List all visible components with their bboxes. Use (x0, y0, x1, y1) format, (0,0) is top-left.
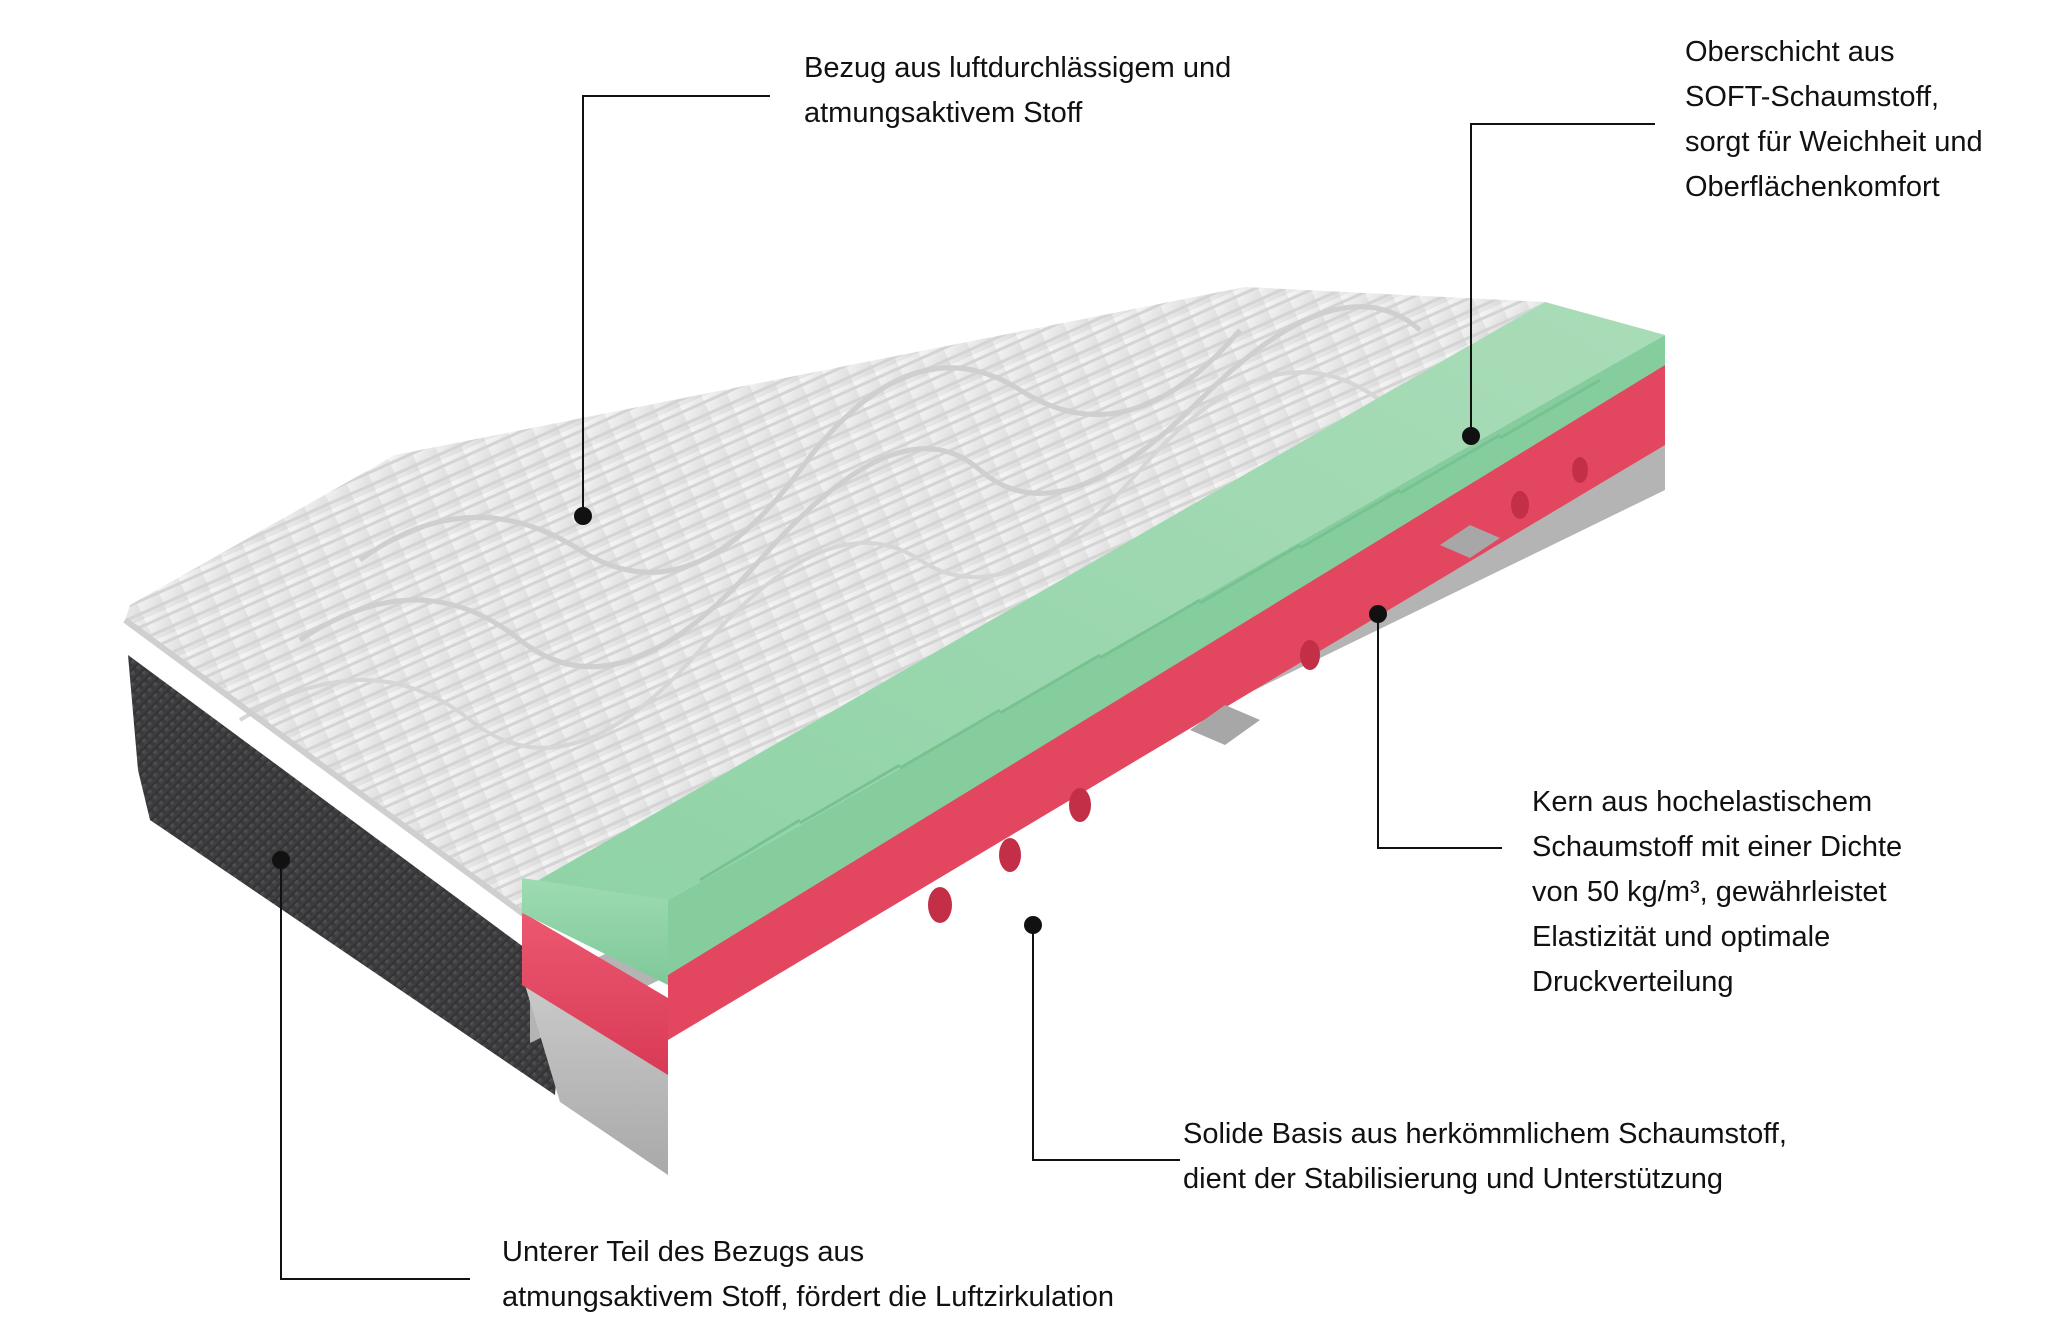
label-bottom-cover-line-1: Unterer Teil des Bezugs aus (502, 1230, 1114, 1275)
callout-dot-top-layer (1462, 427, 1480, 445)
label-core-line-4: Elastizität und optimale (1532, 915, 1902, 960)
label-cover: Bezug aus luftdurchlässigem und atmungsa… (804, 46, 1231, 136)
label-top-layer-line-2: SOFT-Schaumstoff, (1685, 75, 1983, 120)
callout-line-base (1033, 923, 1180, 1160)
callout-dot-base (1024, 916, 1042, 934)
label-base-line-2: dient der Stabilisierung und Unterstützu… (1183, 1157, 1787, 1202)
label-top-layer-line-4: Oberflächenkomfort (1685, 165, 1983, 210)
callout-dot-bottom-cover (272, 851, 290, 869)
label-core-line-5: Druckverteilung (1532, 960, 1902, 1005)
label-core: Kern aus hochelastischem Schaumstoff mit… (1532, 780, 1902, 1005)
label-top-layer: Oberschicht aus SOFT-Schaumstoff, sorgt … (1685, 30, 1983, 210)
label-core-line-1: Kern aus hochelastischem (1532, 780, 1902, 825)
label-cover-line-2: atmungsaktivem Stoff (804, 91, 1231, 136)
label-base: Solide Basis aus herkömmlichem Schaumsto… (1183, 1112, 1787, 1202)
label-bottom-cover-line-2: atmungsaktivem Stoff, fördert die Luftzi… (502, 1275, 1114, 1320)
callout-dot-core (1369, 605, 1387, 623)
label-top-layer-line-1: Oberschicht aus (1685, 30, 1983, 75)
label-top-layer-line-3: sorgt für Weichheit und (1685, 120, 1983, 165)
label-core-line-3: von 50 kg/m³, gewährleistet (1532, 870, 1902, 915)
callout-line-core (1378, 612, 1502, 848)
label-cover-line-1: Bezug aus luftdurchlässigem und (804, 46, 1231, 91)
label-core-line-2: Schaumstoff mit einer Dichte (1532, 825, 1902, 870)
label-bottom-cover: Unterer Teil des Bezugs aus atmungsaktiv… (502, 1230, 1114, 1320)
label-base-line-1: Solide Basis aus herkömmlichem Schaumsto… (1183, 1112, 1787, 1157)
callout-dot-cover (574, 507, 592, 525)
